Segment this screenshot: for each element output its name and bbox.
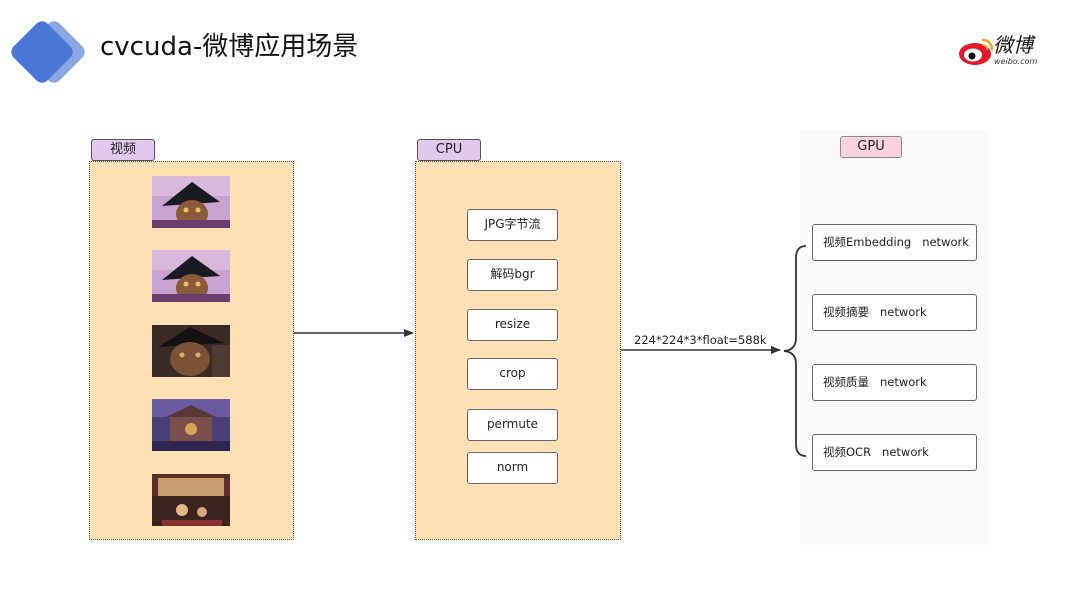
video-frame-1 — [152, 176, 230, 228]
gpu-network-embedding: 视频Embedding network — [812, 224, 977, 261]
transfer-size-label: 224*224*3*float=588k — [634, 333, 767, 347]
gpu-area — [800, 130, 988, 545]
gpu-network-ocr: 视频OCR network — [812, 434, 977, 471]
gpu-network-summary: 视频摘要 network — [812, 294, 977, 331]
cpu-step-permute: permute — [467, 409, 558, 441]
page-title: cvcuda-微博应用场景 — [100, 32, 359, 62]
gpu-brace — [783, 245, 807, 457]
gpu-label: GPU — [840, 136, 902, 158]
weibo-logo-icon — [959, 38, 994, 65]
video-frame-3 — [152, 325, 230, 377]
video-frame-2 — [152, 250, 230, 302]
gpu-network-quality: 视频质量 network — [812, 364, 977, 401]
cpu-step-crop: crop — [467, 358, 558, 390]
weibo-brand-name: 微博 — [993, 33, 1033, 57]
cpu-label: CPU — [417, 139, 481, 161]
cpu-step-decode-bgr: 解码bgr — [467, 259, 558, 291]
cpu-step-norm: norm — [467, 452, 558, 484]
weibo-brand-domain: weibo.com — [994, 57, 1038, 66]
video-frame-4 — [152, 399, 230, 451]
video-label: 视频 — [91, 139, 155, 161]
cpu-step-resize: resize — [467, 309, 558, 341]
cpu-step-jpg-bytes: JPG字节流 — [467, 209, 558, 241]
video-frame-5 — [152, 474, 230, 526]
